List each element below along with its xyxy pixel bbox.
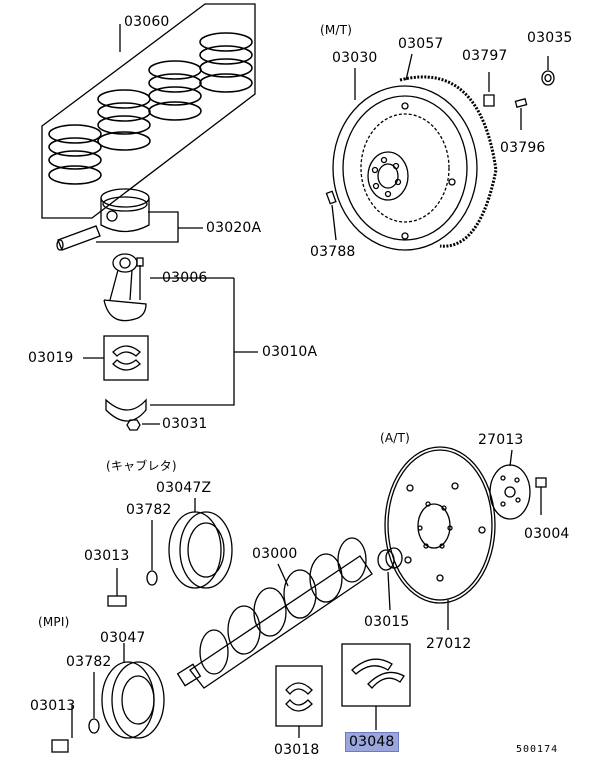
piston-assembly	[56, 188, 203, 251]
label-03018[interactable]: 03018	[274, 742, 320, 758]
label-03013-upper[interactable]: 03013	[84, 548, 130, 564]
label-27012[interactable]: 27012	[426, 636, 472, 652]
crankshaft	[176, 537, 373, 689]
label-variant-mt: (M/T)	[320, 23, 353, 37]
label-03000[interactable]: 03000	[252, 546, 298, 562]
label-03796[interactable]: 03796	[500, 140, 546, 156]
flywheel	[332, 53, 498, 251]
label-03004[interactable]: 03004	[524, 526, 570, 542]
label-03006[interactable]: 03006	[162, 270, 208, 286]
label-03782-upper[interactable]: 03782	[126, 502, 172, 518]
main-bearing	[275, 665, 323, 738]
pulley-mpi	[51, 643, 165, 753]
label-03010A[interactable]: 03010A	[262, 344, 318, 360]
adapter-plate	[489, 449, 547, 520]
label-03060[interactable]: 03060	[124, 14, 170, 30]
rod-cap	[105, 351, 258, 431]
label-03782-lower[interactable]: 03782	[66, 654, 112, 670]
thrust-bearing	[341, 643, 411, 730]
label-03057[interactable]: 03057	[398, 36, 444, 52]
label-03047[interactable]: 03047	[100, 630, 146, 646]
label-03019[interactable]: 03019	[28, 350, 74, 366]
label-03015[interactable]: 03015	[364, 614, 410, 630]
flywheel-small-parts	[325, 56, 555, 241]
pilot-bushing	[377, 547, 403, 611]
connecting-rod	[103, 253, 235, 352]
rod-bearing	[83, 335, 149, 381]
label-variant-at: (A/T)	[380, 431, 410, 445]
label-03031[interactable]: 03031	[162, 416, 208, 432]
label-03788[interactable]: 03788	[310, 244, 356, 260]
label-27013[interactable]: 27013	[478, 432, 524, 448]
label-03797[interactable]: 03797	[462, 48, 508, 64]
label-03035[interactable]: 03035	[527, 30, 573, 46]
piston-ring-set	[41, 3, 256, 219]
label-variant-carb: (キャブレタ)	[106, 459, 177, 473]
label-variant-mpi: (MPI)	[38, 615, 70, 629]
drive-plate	[384, 446, 496, 630]
label-03030[interactable]: 03030	[332, 50, 378, 66]
label-03047Z[interactable]: 03047Z	[156, 480, 212, 496]
diagram-code: 500174	[516, 744, 559, 755]
label-03020A[interactable]: 03020A	[206, 220, 262, 236]
pulley-carb	[107, 498, 233, 607]
label-03048-highlighted[interactable]: 03048	[345, 732, 399, 752]
label-03013-lower[interactable]: 03013	[30, 698, 76, 714]
